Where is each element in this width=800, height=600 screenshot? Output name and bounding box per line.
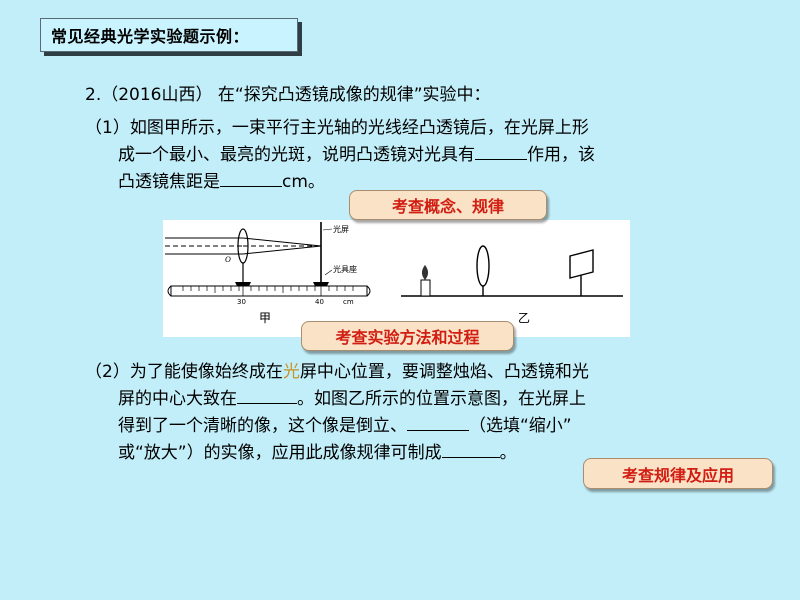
caption-yi: 乙	[518, 311, 530, 325]
part2-line2: 屏的中心大致在 。如图乙所示的位置示意图，在光屏上	[118, 388, 586, 410]
callout-application: 考查规律及应用	[583, 458, 773, 489]
part1-line2-text-a: 成一个最小、最亮的光斑，说明凸透镜对光具有	[118, 145, 475, 165]
experiment-figure: O 光屏 光具座 30 40 cm	[163, 220, 630, 337]
part2-line1-text-a: （2）为了能使像始终成在	[85, 362, 283, 382]
part1-line2-text-b: 作用，该	[527, 145, 595, 165]
part2-line4-text-b: 。	[499, 443, 517, 463]
tick-30: 30	[237, 298, 246, 306]
callout-application-text: 考查规律及应用	[621, 465, 734, 485]
part1-line3-text-a: 凸透镜焦距是	[118, 172, 220, 192]
screen-label: 光屏	[333, 224, 349, 234]
part2-line3-text-b: （选填“缩小”	[469, 416, 572, 436]
blank-application	[441, 443, 500, 458]
callout-method: 考查实验方法和过程	[301, 321, 514, 351]
part1-line2: 成一个最小、最亮的光斑，说明凸透镜对光具有 作用，该	[118, 144, 595, 166]
candle	[420, 279, 431, 297]
figure-drawing: O 光屏 光具座 30 40 cm	[165, 222, 623, 325]
part2-line4-text-a: 或“放大”）的实像，应用此成像规律可制成	[118, 443, 442, 463]
bench-label: 光具座	[333, 264, 357, 274]
blank-focal-length	[220, 172, 282, 187]
part2-line3-text-a: 得到了一个清晰的像，这个像是倒立、	[118, 416, 407, 436]
part2-line2-text-a: 屏的中心大致在	[118, 389, 237, 409]
convex-lens-yi	[476, 245, 490, 287]
tick-40: 40	[315, 298, 324, 306]
figure-jia: O 光屏 光具座 30 40 cm	[165, 222, 371, 325]
light-screen-yi	[569, 249, 594, 279]
ruler-ticks	[182, 286, 354, 296]
callout-concept: 考查概念、规律	[349, 190, 547, 220]
part2-line1-highlight: 光	[282, 362, 300, 382]
figure-yi: 乙	[401, 245, 623, 325]
slide-title: 常见经典光学实验题示例：	[40, 18, 298, 52]
callout-method-text: 考查实验方法和过程	[335, 328, 480, 347]
caption-jia: 甲	[259, 311, 271, 325]
part2-line4: 或“放大”）的实像，应用此成像规律可制成 。	[118, 442, 517, 464]
part1-line1: （1）如图甲所示，一束平行主光轴的光线经凸透镜后，在光屏上形	[85, 118, 589, 138]
part2-line3: 得到了一个清晰的像，这个像是倒立、 （选填“缩小”	[118, 415, 572, 437]
part2-line1-text-b: 屏中心位置，要调整烛焰、凸透镜和光	[299, 362, 589, 382]
part2-line2-text-b: 。如图乙所示的位置示意图，在光屏上	[297, 389, 586, 409]
optical-bench	[170, 285, 368, 297]
question-header: 2.（2016山西） 在“探究凸透镜成像的规律”实验中：	[85, 85, 491, 105]
part1-line3-text-b: cm。	[282, 172, 325, 192]
unit-cm: cm	[343, 298, 354, 306]
part1-line3: 凸透镜焦距是 cm。	[118, 171, 325, 193]
blank-size	[407, 416, 469, 431]
callout-concept-text: 考查概念、规律	[391, 197, 504, 216]
candle-flame	[421, 265, 429, 280]
part2-line1: （2）为了能使像始终成在光屏中心位置，要调整烛焰、凸透镜和光	[85, 361, 589, 383]
blank-same-height	[237, 389, 297, 404]
point-o-label: O	[225, 255, 231, 264]
blank-effect	[475, 145, 527, 160]
